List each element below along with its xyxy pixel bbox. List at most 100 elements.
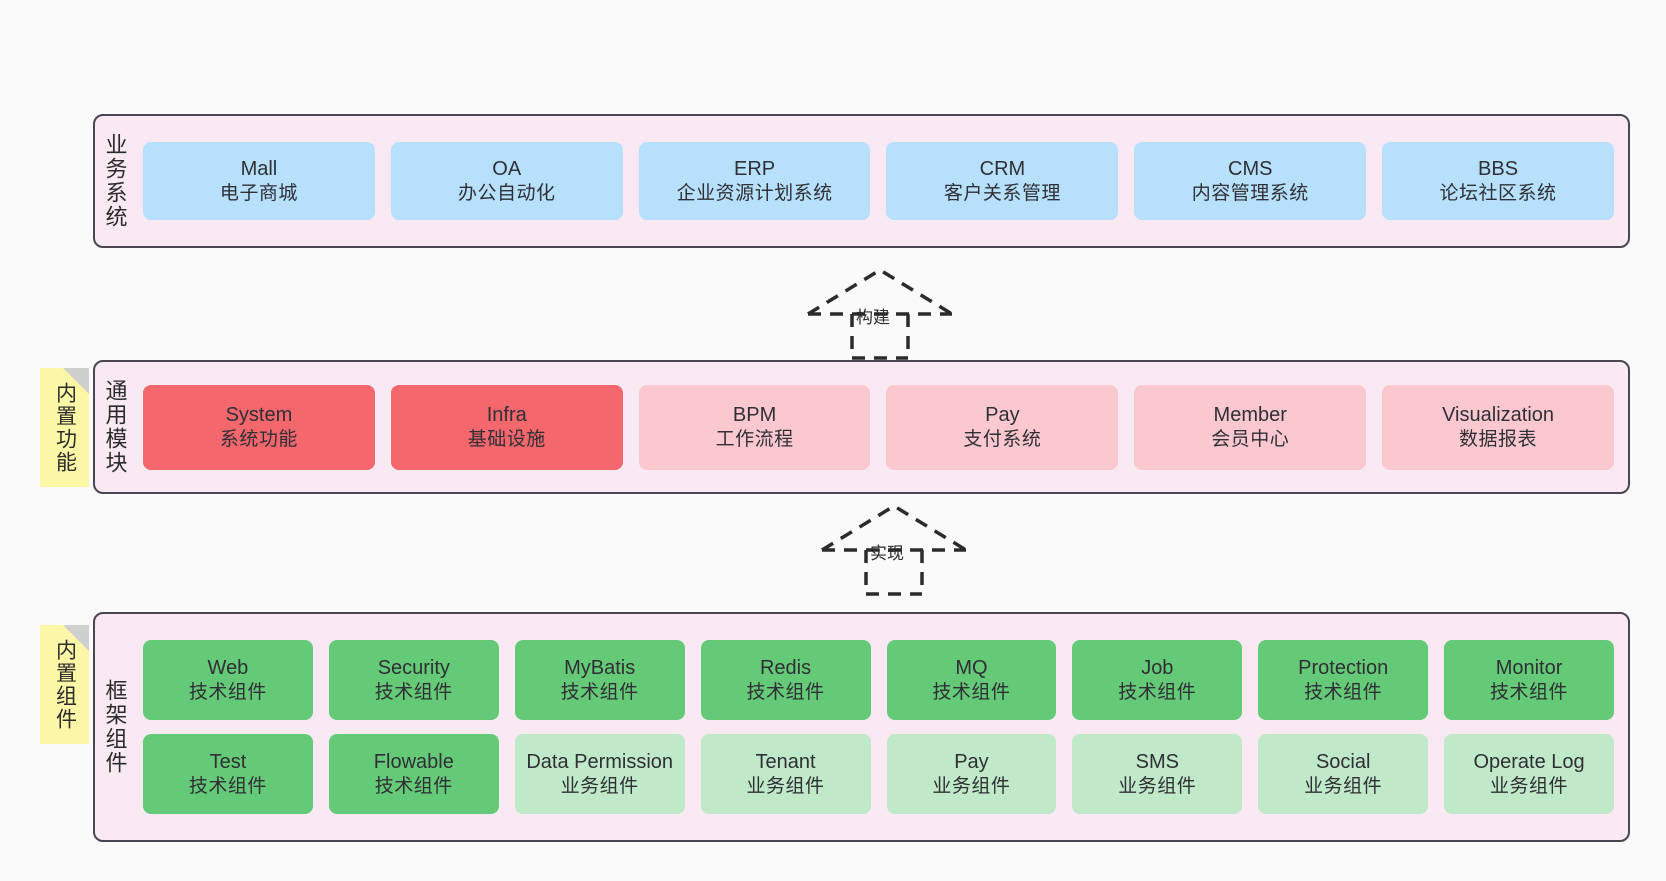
card-tenant[interactable]: Tenant 业务组件 (700, 734, 871, 814)
card-operate-log[interactable]: Operate Log 业务组件 (1444, 734, 1614, 814)
card-oa-cn: 办公自动化 (457, 182, 556, 204)
layer-module-title: 通用模块 (102, 379, 128, 475)
card-sms-cn: 业务组件 (1118, 775, 1197, 797)
card-monitor[interactable]: Monitor 技术组件 (1444, 640, 1614, 720)
card-infra-cn: 基础设施 (467, 428, 546, 450)
layer-business-body: Mall 电子商城 OA 办公自动化 ERP 企业资源计划系统 CRM 客户关系… (135, 116, 1628, 246)
card-mall[interactable]: Mall 电子商城 (143, 142, 375, 220)
layer-business-title: 业务系统 (102, 133, 128, 229)
card-erp-en: ERP (734, 157, 776, 180)
card-erp[interactable]: ERP 企业资源计划系统 (638, 142, 871, 220)
module-card-row: System 系统功能 Infra 基础设施 BPM 工作流程 Pay 支付系统… (143, 384, 1614, 470)
card-operate-log-cn: 业务组件 (1490, 775, 1569, 797)
card-mall-en: Mall (240, 157, 278, 180)
card-crm[interactable]: CRM 客户关系管理 (886, 142, 1119, 220)
card-mybatis-cn: 技术组件 (560, 681, 639, 703)
card-tenant-cn: 业务组件 (746, 775, 825, 797)
card-crm-en: CRM (979, 157, 1026, 180)
framework-tech-row: Web 技术组件 Security 技术组件 MyBatis 技术组件 Redi… (143, 640, 1614, 720)
card-web-en: Web (207, 656, 249, 679)
card-web-cn: 技术组件 (188, 681, 267, 703)
card-infra[interactable]: Infra 基础设施 (390, 384, 623, 470)
card-flowable[interactable]: Flowable 技术组件 (328, 734, 499, 814)
card-mq-cn: 技术组件 (932, 681, 1011, 703)
card-security-cn: 技术组件 (374, 681, 453, 703)
card-bpm-en: BPM (732, 403, 777, 426)
card-tenant-en: Tenant (755, 750, 816, 773)
card-mybatis[interactable]: MyBatis 技术组件 (514, 640, 685, 720)
card-redis[interactable]: Redis 技术组件 (700, 640, 871, 720)
card-operate-log-en: Operate Log (1473, 750, 1585, 773)
card-system-en: System (225, 403, 293, 426)
card-pay-module-cn: 支付系统 (963, 428, 1042, 450)
card-visualization-en: Visualization (1442, 403, 1555, 426)
card-security-en: Security (377, 656, 450, 679)
card-cms-cn: 内容管理系统 (1191, 182, 1309, 204)
card-mall-cn: 电子商城 (219, 182, 298, 204)
card-mybatis-en: MyBatis (564, 656, 636, 679)
layer-framework-body: Web 技术组件 Security 技术组件 MyBatis 技术组件 Redi… (135, 614, 1628, 840)
card-pay-component[interactable]: Pay 业务组件 (886, 734, 1057, 814)
connector-implement-label: 实现 (870, 544, 904, 563)
layer-framework-component: 框架组件 Web 技术组件 Security 技术组件 MyBatis 技术组件… (93, 612, 1630, 842)
card-job-cn: 技术组件 (1118, 681, 1197, 703)
card-social-en: Social (1315, 750, 1371, 773)
card-bbs[interactable]: BBS 论坛社区系统 (1382, 142, 1614, 220)
card-member-en: Member (1213, 403, 1287, 426)
card-oa[interactable]: OA 办公自动化 (390, 142, 623, 220)
card-erp-cn: 企业资源计划系统 (676, 182, 833, 204)
card-social[interactable]: Social 业务组件 (1258, 734, 1429, 814)
layer-module-body: System 系统功能 Infra 基础设施 BPM 工作流程 Pay 支付系统… (135, 362, 1628, 492)
note-fold-corner-icon (63, 625, 89, 651)
business-card-row: Mall 电子商城 OA 办公自动化 ERP 企业资源计划系统 CRM 客户关系… (143, 142, 1614, 220)
card-redis-cn: 技术组件 (746, 681, 825, 703)
card-job-en: Job (1141, 656, 1174, 679)
card-visualization-cn: 数据报表 (1459, 428, 1538, 450)
layer-common-module: 通用模块 System 系统功能 Infra 基础设施 BPM 工作流程 Pay… (93, 360, 1630, 494)
card-data-permission[interactable]: Data Permission 业务组件 (514, 734, 685, 814)
card-data-permission-en: Data Permission (526, 750, 674, 773)
card-pay-module[interactable]: Pay 支付系统 (886, 384, 1119, 470)
card-protection-cn: 技术组件 (1304, 681, 1383, 703)
card-monitor-cn: 技术组件 (1490, 681, 1569, 703)
card-system-cn: 系统功能 (219, 428, 298, 450)
card-protection[interactable]: Protection 技术组件 (1258, 640, 1429, 720)
note-builtin-component: 内置组件 (40, 625, 89, 744)
card-test-en: Test (209, 750, 247, 773)
card-job[interactable]: Job 技术组件 (1072, 640, 1243, 720)
card-security[interactable]: Security 技术组件 (328, 640, 499, 720)
card-bbs-cn: 论坛社区系统 (1439, 182, 1557, 204)
card-crm-cn: 客户关系管理 (943, 182, 1061, 204)
card-flowable-en: Flowable (373, 750, 454, 773)
card-test-cn: 技术组件 (188, 775, 267, 797)
layer-framework-title: 框架组件 (102, 679, 128, 775)
card-visualization[interactable]: Visualization 数据报表 (1382, 384, 1614, 470)
card-sms[interactable]: SMS 业务组件 (1072, 734, 1243, 814)
card-web[interactable]: Web 技术组件 (143, 640, 313, 720)
layer-business-system: 业务系统 Mall 电子商城 OA 办公自动化 ERP 企业资源计划系统 CRM… (93, 114, 1630, 248)
card-member[interactable]: Member 会员中心 (1134, 384, 1367, 470)
card-member-cn: 会员中心 (1211, 428, 1290, 450)
card-bpm[interactable]: BPM 工作流程 (638, 384, 871, 470)
card-flowable-cn: 技术组件 (374, 775, 453, 797)
card-infra-en: Infra (486, 403, 527, 426)
note-fold-corner-icon (63, 368, 89, 394)
card-redis-en: Redis (759, 656, 812, 679)
note-builtin-component-label: 内置组件 (53, 638, 77, 731)
framework-biz-row: Test 技术组件 Flowable 技术组件 Data Permission … (143, 734, 1614, 814)
card-cms-en: CMS (1228, 157, 1273, 180)
card-social-cn: 业务组件 (1304, 775, 1383, 797)
card-pay-component-cn: 业务组件 (932, 775, 1011, 797)
card-oa-en: OA (492, 157, 522, 180)
card-mq[interactable]: MQ 技术组件 (886, 640, 1057, 720)
card-system[interactable]: System 系统功能 (143, 384, 375, 470)
card-test[interactable]: Test 技术组件 (143, 734, 313, 814)
card-bpm-cn: 工作流程 (715, 428, 794, 450)
card-cms[interactable]: CMS 内容管理系统 (1134, 142, 1367, 220)
card-pay-module-en: Pay (985, 403, 1020, 426)
note-builtin-function: 内置功能 (40, 368, 89, 487)
connector-build-label: 构建 (856, 308, 890, 327)
card-mq-en: MQ (955, 656, 988, 679)
card-protection-en: Protection (1298, 656, 1389, 679)
